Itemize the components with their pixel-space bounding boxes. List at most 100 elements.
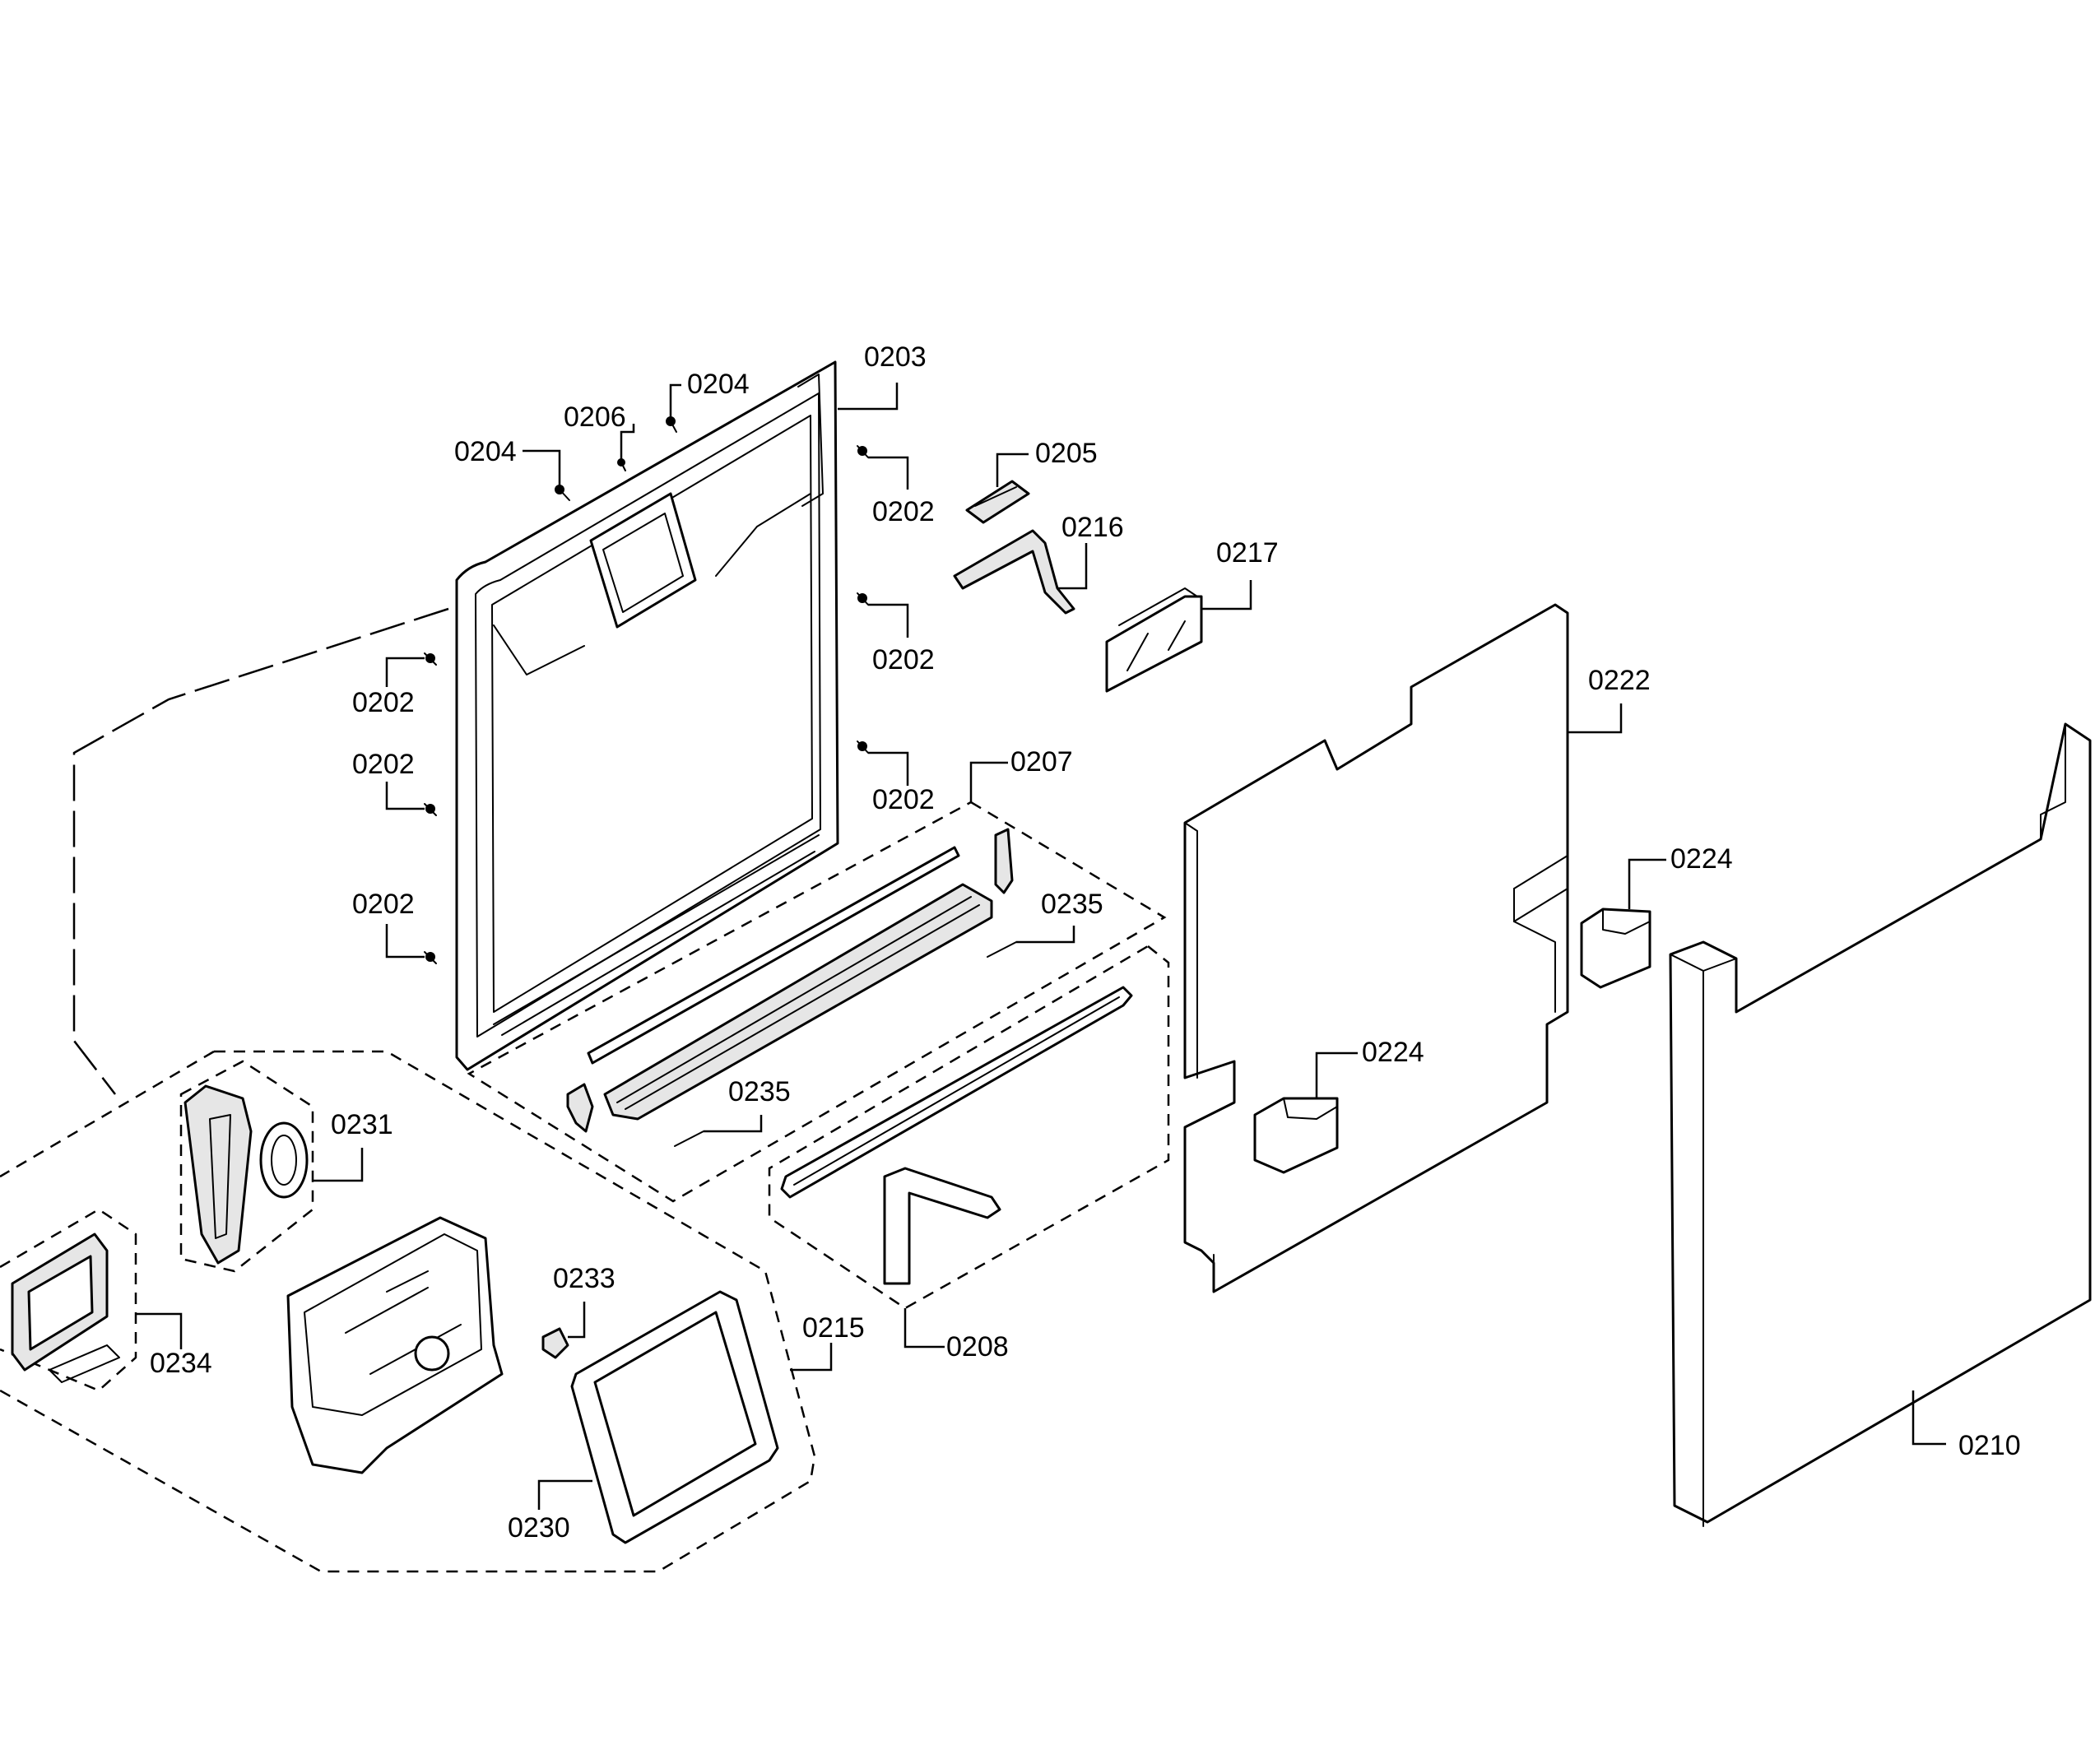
leader-0222 (1568, 703, 1623, 734)
small-part-0233 (541, 1327, 569, 1359)
handle-kit-outline-0231 (179, 1060, 314, 1273)
inner-door-crease-right (715, 493, 811, 577)
leader-0202-r3 (868, 751, 909, 786)
leader-0202-l3 (385, 924, 425, 959)
callout-labels: 0203 0204 0206 0204 0205 0202 0216 0217 … (150, 341, 2021, 1544)
inner-door-frame-lip (491, 415, 813, 1013)
label-0202-r3: 0202 (872, 784, 935, 815)
leader-0217 (1201, 580, 1252, 610)
vent-part-0217 (1105, 587, 1203, 693)
handle-ring (259, 1121, 309, 1199)
display-panel-face (27, 1255, 94, 1351)
label-0206: 0206 (564, 402, 626, 433)
label-0215: 0215 (802, 1312, 865, 1344)
control-module-body (286, 1216, 504, 1474)
label-0230: 0230 (508, 1512, 570, 1544)
label-0202-r2: 0202 (872, 644, 935, 675)
insulation-edge (1184, 822, 1568, 1293)
screw-0202-left-3 (424, 951, 437, 964)
detergent-window-inner (602, 513, 684, 613)
control-module-face (304, 1233, 482, 1416)
leader-0202-r1 (868, 456, 909, 490)
spring-pin (49, 1344, 120, 1383)
slide-rail-detail (793, 996, 1120, 1186)
door-assembly-outline (72, 607, 449, 1095)
clip-0235-lower (674, 1130, 704, 1147)
control-kit-outline-0215-top (0, 1050, 215, 1178)
inner-door-frame-inner (475, 392, 821, 1038)
leader-0206 (620, 424, 635, 462)
leader-0204-left (523, 449, 561, 490)
clip-0224-left (1253, 1097, 1339, 1174)
label-0224-left: 0224 (1362, 1037, 1424, 1068)
clip-0235-upper (987, 941, 1017, 958)
panel-kit-0234-parts (11, 1232, 120, 1383)
label-0233: 0233 (553, 1263, 615, 1294)
label-0235-lower: 0235 (728, 1076, 791, 1107)
label-0205: 0205 (1035, 438, 1098, 469)
inner-door-tab-top (797, 374, 824, 507)
leader-0205 (996, 453, 1029, 487)
screw-0202-right-2 (857, 592, 869, 606)
label-0204-left: 0204 (454, 436, 517, 467)
screw-0202-left-1 (424, 652, 437, 666)
insulation-0222 (1183, 603, 1569, 1293)
label-0234: 0234 (150, 1348, 212, 1379)
control-kit-outline-0215 (0, 1050, 816, 1573)
leader-0204-top (669, 383, 681, 421)
gasket-0230 (570, 1290, 779, 1544)
inner-door-crease-left (493, 624, 585, 675)
hinge-kit-outline-0207 (467, 801, 1167, 1203)
latch-part-0205 (965, 480, 1030, 524)
label-0210: 0210 (1958, 1430, 2021, 1461)
label-0216: 0216 (1061, 512, 1124, 543)
slide-rail (780, 986, 1133, 1199)
leader-0234 (136, 1312, 183, 1349)
label-0202-l3: 0202 (352, 889, 415, 920)
leader-0203 (838, 383, 899, 411)
clip-0224-right (1580, 908, 1651, 989)
label-0204-top: 0204 (687, 369, 750, 400)
leader-0202-r2 (868, 603, 909, 638)
label-0231: 0231 (331, 1109, 393, 1140)
outer-panel-0210 (1669, 722, 2092, 1527)
outer-panel-front (1669, 722, 2092, 1524)
rail-channel-detail (616, 896, 980, 1110)
handle-slot (209, 1114, 231, 1239)
leader-0230 (537, 1479, 592, 1510)
hinge-kit-0207-parts (566, 828, 1017, 1147)
leader-0202-l2 (385, 782, 425, 810)
leader-0235-upper (1016, 926, 1075, 944)
label-0235-upper: 0235 (1041, 889, 1103, 920)
outer-panel-edge (1670, 723, 2066, 1527)
l-bracket (883, 1167, 1001, 1285)
inner-door-0203 (455, 360, 839, 1071)
handle-kit-0231-parts (183, 1084, 309, 1265)
rail-strip (587, 846, 960, 1065)
screw-0202-right-3 (857, 740, 869, 754)
leader-0233 (568, 1302, 586, 1339)
screw-0202-left-2 (424, 803, 437, 816)
insulation-notch (1513, 855, 1568, 1013)
inner-door-bottom-rail (493, 834, 820, 1036)
leader-0231 (313, 1148, 364, 1182)
bracket-kit-0208-parts (780, 986, 1133, 1285)
leader-0207 (969, 761, 1008, 802)
leader-0210 (1912, 1390, 1946, 1446)
screw-0204-left (555, 485, 570, 501)
leader-0224-left (1315, 1051, 1358, 1098)
control-module-knob (414, 1335, 450, 1372)
group-outlines (0, 607, 1170, 1573)
label-0202-l2: 0202 (352, 749, 415, 780)
label-0208: 0208 (946, 1331, 1009, 1362)
handle-ring-inner (271, 1135, 297, 1186)
control-module (286, 1216, 504, 1474)
screws (424, 416, 869, 964)
label-0224-right: 0224 (1670, 843, 1733, 875)
label-0217: 0217 (1216, 537, 1279, 569)
label-0207: 0207 (1010, 746, 1073, 778)
leader-0216 (1057, 543, 1088, 590)
leader-0215 (790, 1343, 833, 1372)
leader-0208 (903, 1308, 945, 1349)
leader-0224-right (1628, 858, 1666, 909)
